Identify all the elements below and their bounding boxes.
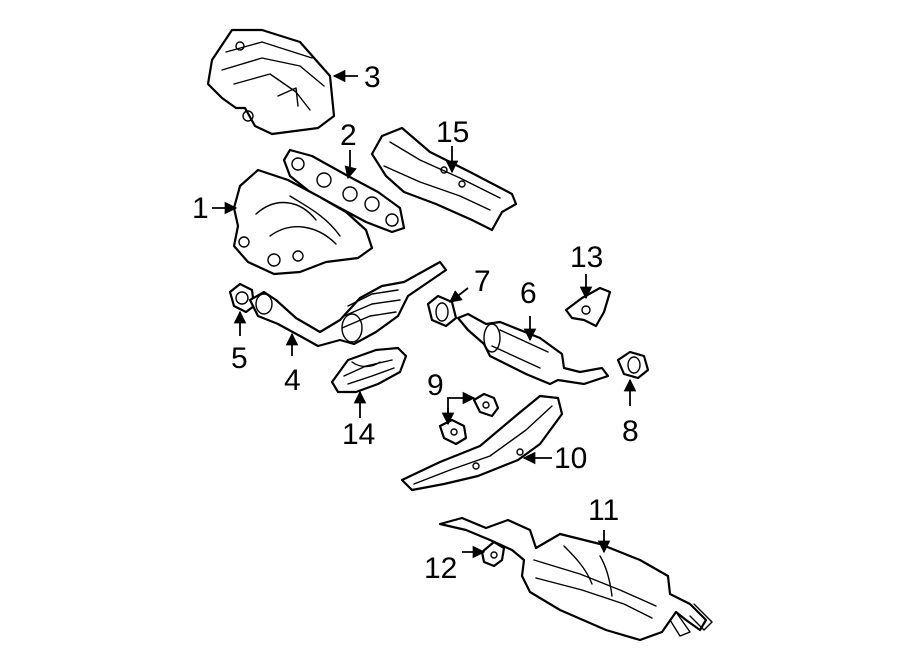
part-9-hangers (438, 392, 500, 446)
callout-6: 6 (520, 277, 537, 310)
part-14-converter-shield (330, 346, 408, 394)
callout-13: 13 (570, 241, 603, 274)
part-12-bracket (480, 540, 506, 568)
part-5-flange-gasket (228, 282, 256, 314)
callout-10: 10 (554, 442, 587, 475)
part-10-underbody-shield (400, 394, 564, 492)
callout-5: 5 (231, 342, 248, 375)
leader-lines (212, 69, 637, 559)
callout-12: 12 (424, 552, 457, 585)
part-4-converter-pipe (248, 260, 448, 348)
part-3-heat-shield (206, 28, 336, 136)
part-1-exhaust-manifold (232, 168, 374, 276)
callout-3: 3 (364, 61, 381, 94)
callout-1: 1 (192, 192, 209, 225)
callout-labels: 1 2 3 4 5 6 7 8 9 10 11 12 13 14 15 (192, 61, 639, 585)
callout-9: 9 (427, 369, 444, 402)
leader-2 (344, 150, 357, 180)
leader-9a (447, 391, 476, 418)
callout-4: 4 (284, 364, 301, 397)
callout-14: 14 (342, 418, 375, 451)
part-6-intermediate-pipe (456, 312, 610, 386)
part-15-tunnel-heat-shield (370, 126, 518, 232)
part-11-rear-muffler (438, 516, 713, 642)
part-8-clamp (616, 350, 650, 380)
part-13-hanger-bracket (564, 286, 612, 328)
callout-15: 15 (436, 116, 469, 149)
leader-7 (449, 287, 469, 303)
callout-11: 11 (588, 494, 619, 527)
callout-8: 8 (622, 415, 639, 448)
callout-7: 7 (474, 265, 491, 298)
callout-2: 2 (340, 119, 357, 152)
part-7-clamp (426, 294, 458, 328)
